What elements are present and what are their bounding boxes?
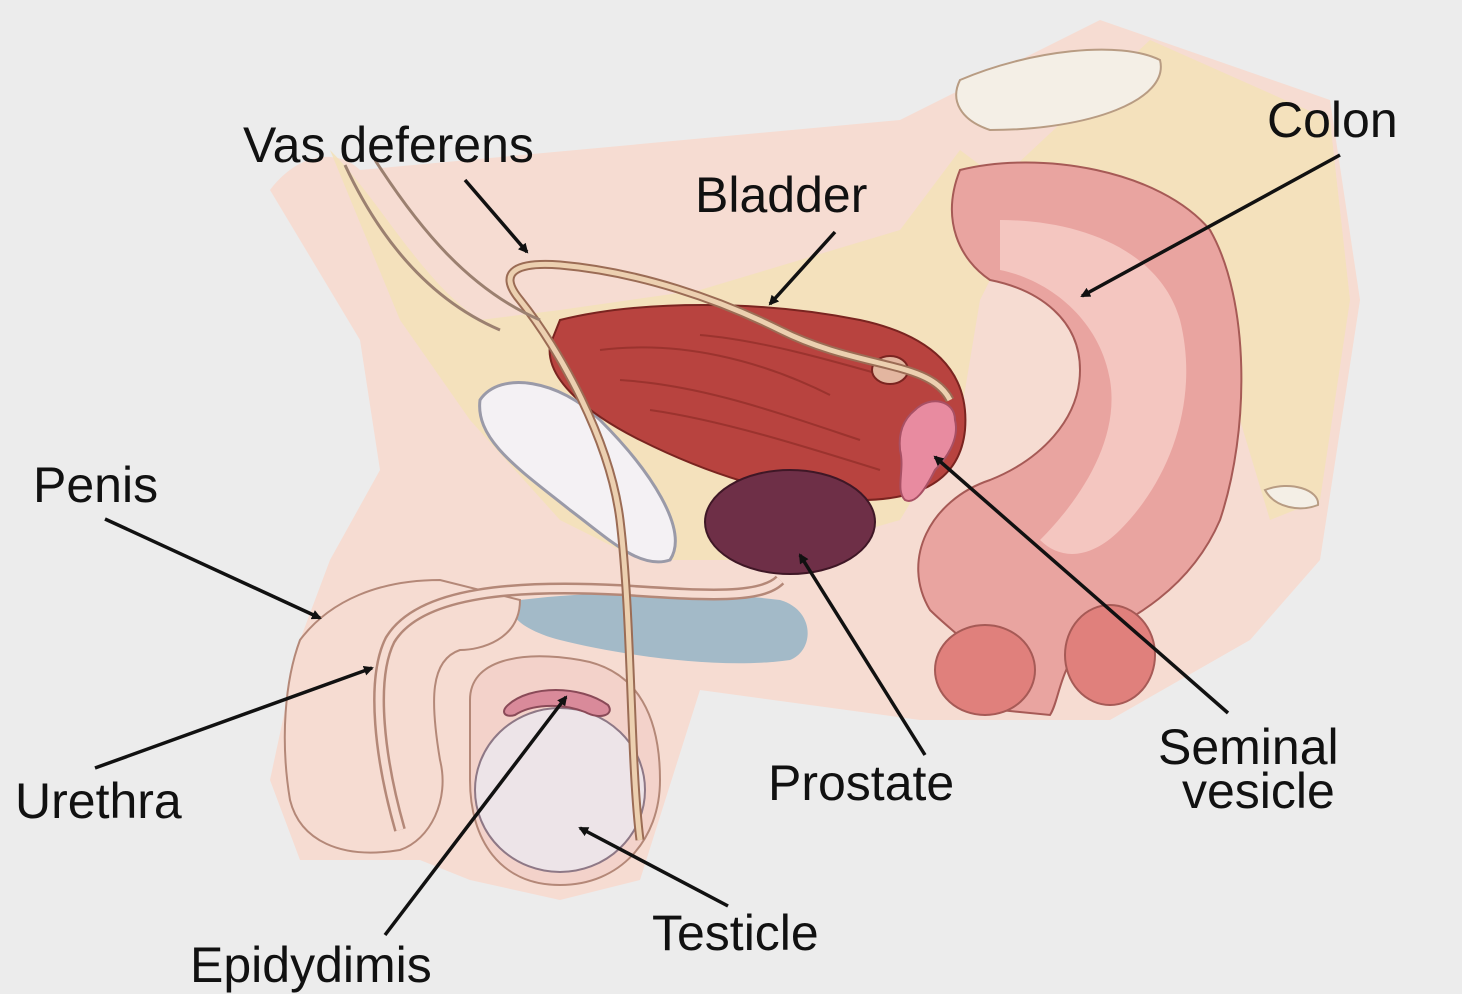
label-colon: Colon: [1267, 92, 1398, 148]
sphincter-right: [1065, 605, 1155, 705]
label-epidydimis: Epidydimis: [190, 937, 432, 993]
label-prostate: Prostate: [768, 755, 954, 811]
label-urethra: Urethra: [15, 773, 182, 829]
label-penis: Penis: [33, 457, 158, 513]
label-vas-deferens: Vas deferens: [243, 117, 534, 173]
label-testicle: Testicle: [652, 905, 819, 961]
prostate: [705, 470, 875, 574]
label-vesicle: vesicle: [1182, 763, 1335, 819]
sphincter-left: [935, 625, 1035, 715]
label-bladder: Bladder: [695, 167, 867, 223]
penis-pointer: [105, 519, 320, 618]
